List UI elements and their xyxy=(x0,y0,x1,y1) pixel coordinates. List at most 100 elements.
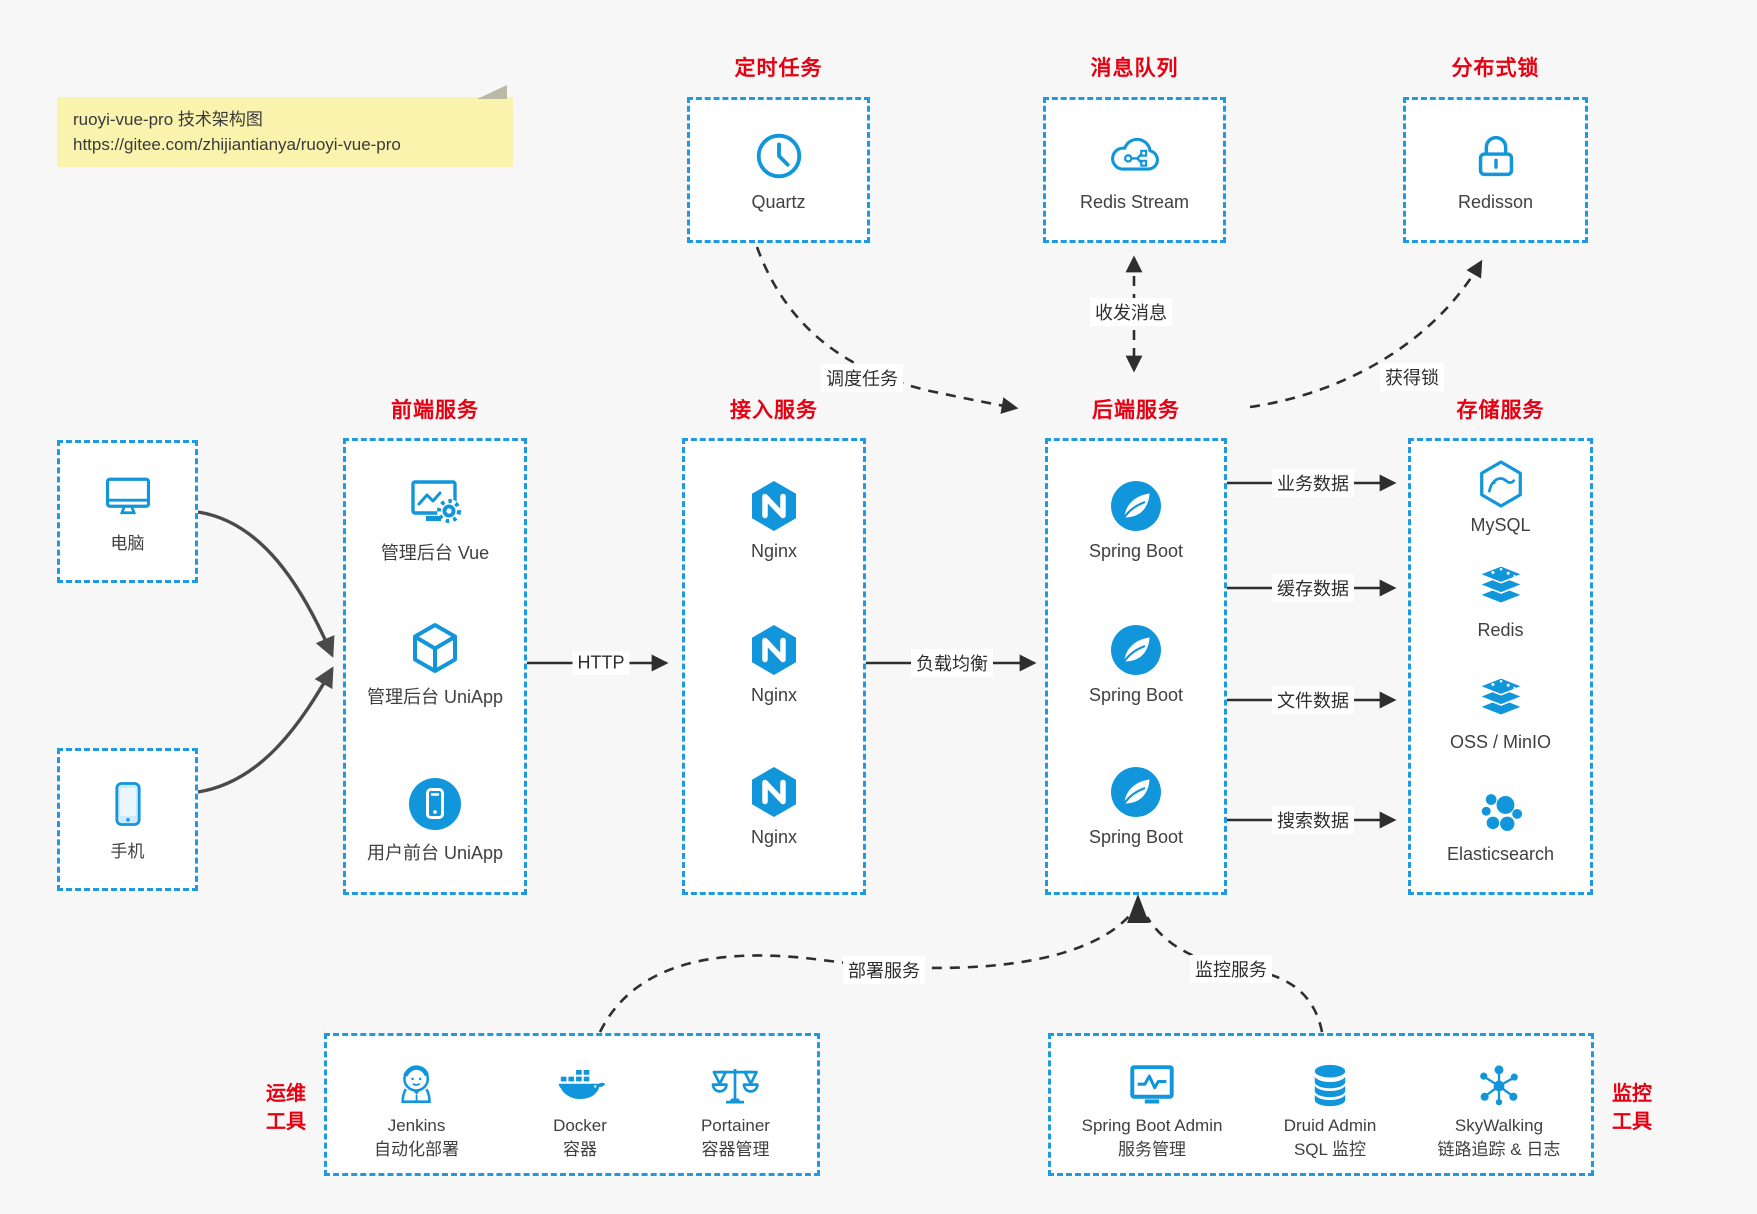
monitor-tools-title: 监控 工具 xyxy=(1608,1080,1656,1136)
sticky-note: ruoyi-vue-pro 技术架构图 https://gitee.com/zh… xyxy=(57,85,513,167)
node-docker: Docker 容器 xyxy=(553,1060,607,1160)
backend-services-box: Spring Boot Spring Boot Spring Boot xyxy=(1045,438,1227,895)
node-label-nginx-2: Nginx xyxy=(750,685,798,705)
node-portainer: Portainer 容器管理 xyxy=(701,1060,770,1160)
node-mysql: MySQL xyxy=(1411,458,1590,536)
edge-deploy-service xyxy=(598,913,1132,1033)
devops-tools-title: 运维 工具 xyxy=(262,1080,310,1136)
spring-icon xyxy=(1107,763,1165,821)
edge-label-file-data: 文件数据 xyxy=(1272,686,1354,714)
nginx-icon xyxy=(745,763,803,821)
message-queue-title: 消息队列 xyxy=(1090,57,1179,80)
node-label-redis: Redis xyxy=(1477,620,1524,640)
node-nginx-3: Nginx xyxy=(685,763,863,848)
uniapp-cube-icon xyxy=(406,619,464,677)
node-sublabel-spring-boot-admin: 服务管理 xyxy=(1118,1139,1187,1159)
mobile-client-box: 手机 xyxy=(57,748,198,891)
frontend-services-box: 管理后台 Vue 管理后台 UniApp 用户前台 UniApp xyxy=(343,438,527,895)
portainer-icon xyxy=(709,1060,761,1112)
phone-icon xyxy=(101,777,155,831)
node-springboot-2: Spring Boot xyxy=(1048,621,1224,706)
distributed-lock-title: 分布式锁 xyxy=(1451,57,1540,80)
node-label-docker: Docker xyxy=(553,1115,607,1135)
edge-label-dispatch-task: 调度任务 xyxy=(821,364,903,392)
monitor-title-line2: 工具 xyxy=(1612,1111,1652,1133)
monitor-tools-box: Spring Boot Admin 服务管理 Druid Admin SQL 监… xyxy=(1048,1033,1594,1176)
scheduled-task-title: 定时任务 xyxy=(734,57,823,80)
backend-services-title: 后端服务 xyxy=(1092,399,1180,422)
node-spring-boot-admin: Spring Boot Admin 服务管理 xyxy=(1081,1060,1223,1160)
node-nginx-1: Nginx xyxy=(685,477,863,562)
node-oss-minio: OSS / MinIO xyxy=(1411,675,1590,753)
desktop-icon xyxy=(101,469,155,523)
node-label-mobile: 手机 xyxy=(110,842,145,861)
node-sublabel-skywalking: 链路追踪 & 日志 xyxy=(1437,1139,1561,1159)
node-druid-admin: Druid Admin SQL 监控 xyxy=(1284,1060,1376,1160)
node-sublabel-portainer: 容器管理 xyxy=(701,1139,770,1159)
cloud-network-icon xyxy=(1107,128,1163,184)
gateway-services-title: 接入服务 xyxy=(730,399,818,422)
admin-vue-icon xyxy=(406,475,464,533)
node-label-portainer: Portainer xyxy=(700,1115,770,1135)
node-label-mysql: MySQL xyxy=(1470,515,1531,535)
edge-label-deploy-service: 部署服务 xyxy=(843,956,925,984)
node-label-springboot-1: Spring Boot xyxy=(1088,541,1184,561)
node-label-redis-stream: Redis Stream xyxy=(1079,191,1190,212)
nginx-icon xyxy=(745,621,803,679)
devops-title-line1: 运维 xyxy=(266,1083,306,1105)
node-jenkins: Jenkins 自动化部署 xyxy=(374,1060,459,1160)
node-label-springboot-2: Spring Boot xyxy=(1088,685,1184,705)
edge-label-business-data: 业务数据 xyxy=(1272,469,1354,497)
devops-title-line2: 工具 xyxy=(266,1111,306,1133)
node-redis: Redis xyxy=(1411,563,1590,641)
node-sublabel-druid-admin: SQL 监控 xyxy=(1293,1139,1367,1159)
node-elasticsearch: Elasticsearch xyxy=(1411,787,1590,865)
note-url: https://gitee.com/zhijiantianya/ruoyi-vu… xyxy=(73,135,401,154)
node-label-user-uniapp: 用户前台 UniApp xyxy=(366,843,504,863)
monitor-pulse-icon xyxy=(1126,1060,1178,1112)
node-sublabel-docker: 容器 xyxy=(562,1139,597,1159)
node-admin-vue: 管理后台 Vue xyxy=(346,475,524,565)
node-label-quartz: Quartz xyxy=(751,191,806,212)
nginx-icon xyxy=(745,477,803,535)
edge-label-load-balance: 负载均衡 xyxy=(911,649,993,677)
lock-icon xyxy=(1468,128,1524,184)
edge-label-http: HTTP xyxy=(572,651,630,675)
node-nginx-2: Nginx xyxy=(685,621,863,706)
node-skywalking: SkyWalking 链路追踪 & 日志 xyxy=(1437,1060,1561,1160)
storage-services-title: 存储服务 xyxy=(1456,399,1545,422)
node-label-redisson: Redisson xyxy=(1457,191,1534,212)
network-nodes-icon xyxy=(1473,1060,1525,1112)
elasticsearch-icon xyxy=(1475,787,1527,839)
node-admin-uniapp: 管理后台 UniApp xyxy=(346,619,524,709)
node-user-uniapp: 用户前台 UniApp xyxy=(346,775,524,865)
edge-label-search-data: 搜索数据 xyxy=(1272,806,1354,834)
spring-icon xyxy=(1107,621,1165,679)
storage-services-box: MySQL Redis OSS / MinIO Elasticsearch xyxy=(1408,438,1593,895)
monitor-title-line1: 监控 xyxy=(1612,1083,1652,1105)
node-label-nginx-3: Nginx xyxy=(750,827,798,847)
edge-label-monitor-service: 监控服务 xyxy=(1190,955,1272,983)
spring-icon xyxy=(1107,477,1165,535)
devops-tools-box: Jenkins 自动化部署 Docker 容器 Portainer 容器管理 xyxy=(324,1033,820,1176)
mysql-icon xyxy=(1475,458,1527,510)
node-label-spring-boot-admin: Spring Boot Admin xyxy=(1081,1115,1223,1135)
jenkins-icon xyxy=(391,1060,443,1112)
note-fold-corner xyxy=(477,85,507,99)
node-label-elasticsearch: Elasticsearch xyxy=(1446,844,1555,864)
node-label-skywalking: SkyWalking xyxy=(1454,1115,1544,1135)
note-title: ruoyi-vue-pro 技术架构图 xyxy=(73,110,263,129)
edge-mobile-to-frontend xyxy=(197,666,334,794)
node-label-admin-vue: 管理后台 Vue xyxy=(380,543,490,563)
message-queue-box: Redis Stream xyxy=(1043,97,1226,243)
frontend-services-title: 前端服务 xyxy=(391,399,479,422)
node-springboot-3: Spring Boot xyxy=(1048,763,1224,848)
node-springboot-1: Spring Boot xyxy=(1048,477,1224,562)
distributed-lock-box: Redisson xyxy=(1403,97,1588,243)
scheduled-task-box: Quartz xyxy=(687,97,870,243)
node-label-oss-minio: OSS / MinIO xyxy=(1449,732,1552,752)
node-label-nginx-1: Nginx xyxy=(750,541,798,561)
edge-acquire-lock xyxy=(1249,259,1483,409)
edge-backend-arrowhead xyxy=(1127,894,1149,923)
